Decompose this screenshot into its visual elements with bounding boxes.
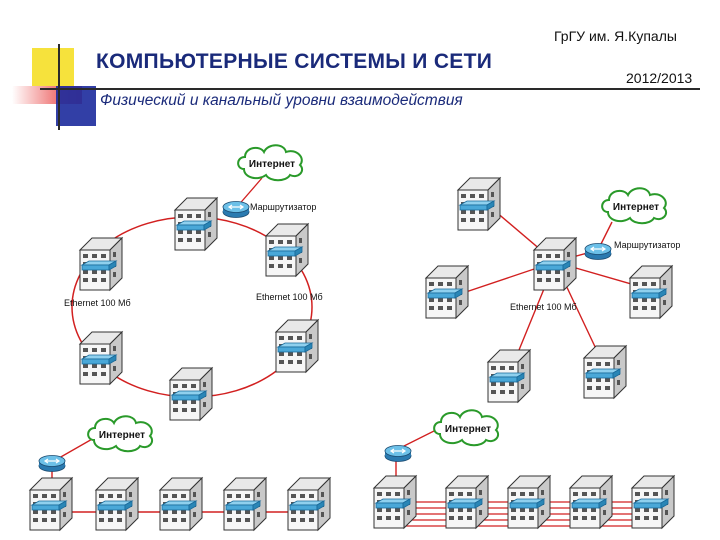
bus-right-building-4: [569, 475, 613, 529]
bus-network-right: Интернет: [373, 409, 675, 529]
bus-right-building-1: [373, 475, 417, 529]
star-building-center: [533, 237, 577, 291]
star-network: Интернет Маршрутизатор Ethernet 100 Мб: [425, 177, 680, 403]
page-subtitle: Физический и канальный уровни взаимодейс…: [100, 92, 463, 109]
bus-right-router: [384, 444, 412, 463]
star-building-bottom-left: [487, 349, 531, 403]
ring-building-upper-right: [265, 223, 309, 277]
ring-building-lower-right: [275, 319, 319, 373]
ring-internet-cloud: Интернет: [237, 144, 304, 182]
star-building-left: [425, 265, 469, 319]
bus-network-left: Интернет: [29, 415, 331, 531]
bus-left-building-3: [159, 477, 203, 531]
star-building-right: [629, 265, 673, 319]
ring-ethernet-left-label: Ethernet 100 Мб: [64, 298, 131, 308]
university-label: ГрГУ им. Я.Купалы: [554, 28, 677, 44]
star-router: [584, 242, 612, 261]
decor-yellow-square: [32, 48, 74, 90]
star-internet-cloud: Интернет: [601, 187, 668, 225]
ring-network: Интернет Маршрутизатор Ethernet 100 Мб E…: [64, 144, 323, 421]
bus-right-building-2: [445, 475, 489, 529]
year-label: 2012/2013: [626, 70, 693, 86]
decor-vertical-line: [58, 44, 60, 130]
bus-left-building-5: [287, 477, 331, 531]
bus-right-cloud-label: Интернет: [445, 424, 491, 435]
bus-right-building-5: [631, 475, 675, 529]
ring-router: [222, 200, 250, 219]
bus-right-internet-cloud: Интернет: [433, 409, 500, 447]
star-router-label: Маршрутизатор: [614, 240, 680, 250]
ring-building-upper-left: [79, 237, 123, 291]
ring-cloud-label: Интернет: [249, 159, 295, 170]
page-title: КОМПЬЮТЕРНЫЕ СИСТЕМЫ И СЕТИ: [96, 50, 493, 73]
ring-building-bottom: [169, 367, 213, 421]
bus-left-cloud-label: Интернет: [99, 430, 145, 441]
ring-building-top: [174, 197, 218, 251]
decor-blue-square: [56, 86, 96, 126]
bus-left-router: [38, 454, 66, 473]
star-cloud-label: Интернет: [613, 202, 659, 213]
star-building-top: [457, 177, 501, 231]
bus-left-building-4: [223, 477, 267, 531]
bus-left-internet-cloud: Интернет: [87, 415, 154, 453]
star-ethernet-label: Ethernet 100 Мб: [510, 302, 577, 312]
star-building-bottom-right: [583, 345, 627, 399]
bus-right-building-3: [507, 475, 551, 529]
ring-ethernet-right-label: Ethernet 100 Мб: [256, 292, 323, 302]
decor-horizontal-line: [40, 88, 700, 90]
bus-left-building-2: [95, 477, 139, 531]
bus-left-building-1: [29, 477, 73, 531]
ring-router-label: Маршрутизатор: [250, 202, 316, 212]
ring-building-lower-left: [79, 331, 123, 385]
